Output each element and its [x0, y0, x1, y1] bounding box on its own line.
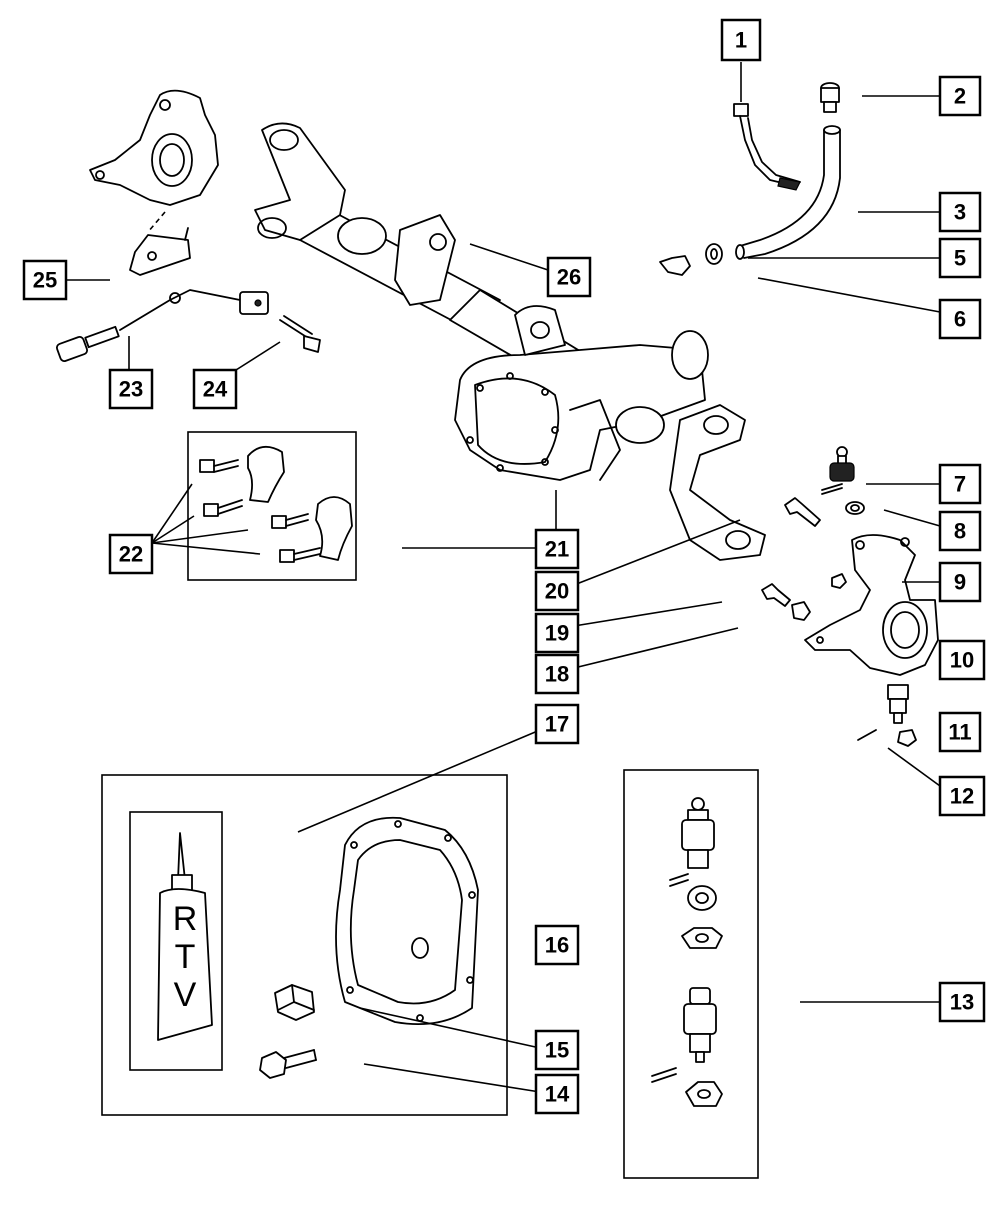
upper-ball-joint: [821, 446, 865, 515]
callout-10: 10: [938, 639, 986, 681]
callout-19: 19: [534, 612, 580, 654]
callout-20-label: 20: [545, 579, 569, 604]
fill-plug: [274, 984, 315, 1021]
callout-14-label: 14: [545, 1082, 570, 1107]
leader-lines: [66, 62, 941, 1093]
fastener-kit-box: [187, 431, 357, 581]
callout-8: 8: [938, 510, 982, 552]
abs-sensor: [55, 289, 269, 363]
callout-13: 13: [938, 981, 986, 1023]
bolt-24: [279, 315, 321, 353]
callout-16: 16: [534, 924, 580, 966]
callout-18: 18: [534, 653, 580, 695]
bolt-d: [279, 547, 321, 563]
callout-7-label: 7: [954, 472, 966, 497]
callout-8-label: 8: [954, 519, 966, 544]
callout-9: 9: [938, 561, 982, 603]
callout-24: 24: [192, 368, 238, 410]
lower-ball-joint: [857, 684, 917, 747]
callout-12: 12: [938, 775, 986, 817]
callout-14: 14: [534, 1073, 580, 1115]
callout-23: 23: [108, 368, 154, 410]
bolt-a: [199, 459, 239, 473]
callout-2-label: 2: [954, 84, 966, 109]
rtv-letter-r: R: [173, 900, 198, 938]
callout-1-label: 1: [735, 28, 747, 53]
callout-20: 20: [534, 570, 580, 612]
vent-hose-assembly: [659, 82, 841, 276]
cover-bolt: [259, 1049, 317, 1079]
steering-knuckle-right: [804, 534, 939, 676]
callout-26-label: 26: [557, 265, 581, 290]
rtv-letter-t: T: [175, 938, 196, 976]
callout-25: 25: [22, 259, 68, 301]
rtv-letter-v: V: [174, 976, 197, 1014]
callout-17-label: 17: [545, 712, 569, 737]
callout-3: 3: [938, 191, 982, 233]
callout-24-label: 24: [203, 377, 228, 402]
callout-22-label: 22: [119, 542, 143, 567]
bolt-b: [203, 499, 243, 517]
sensor-bracket: [129, 227, 191, 276]
callout-2: 2: [938, 75, 982, 117]
bolt-c: [271, 513, 309, 529]
callout-25-label: 25: [33, 268, 57, 293]
callout-5-label: 5: [954, 246, 966, 271]
callout-12-label: 12: [950, 784, 974, 809]
callout-19-label: 19: [545, 621, 569, 646]
callout-11: 11: [938, 711, 982, 753]
callout-6: 6: [938, 298, 982, 340]
callout-9-label: 9: [954, 570, 966, 595]
rtv-tube: R T V: [157, 832, 213, 1041]
callout-6-label: 6: [954, 307, 966, 332]
steering-knuckle-left: [89, 89, 219, 206]
callout-15-label: 15: [545, 1038, 569, 1063]
callout-3-label: 3: [954, 200, 966, 225]
cover-kit-box: R T V: [101, 774, 508, 1116]
callout-10-label: 10: [950, 648, 974, 673]
callout-16-label: 16: [545, 933, 569, 958]
callout-7: 7: [938, 463, 982, 505]
callout-11-label: 11: [948, 720, 971, 745]
callout-21-label: 21: [545, 537, 569, 562]
knuckle-bolts: [761, 497, 847, 621]
callout-22: 22: [108, 533, 154, 575]
callout-21: 21: [534, 528, 580, 570]
callout-23-label: 23: [119, 377, 143, 402]
breather-vent: [733, 103, 801, 191]
callout-5: 5: [938, 237, 982, 279]
callout-15: 15: [534, 1029, 580, 1071]
kit-lower-ball-joint: [651, 987, 723, 1107]
callout-26: 26: [546, 256, 592, 298]
axle-housing: [254, 122, 766, 561]
kit-upper-ball-joint: [669, 797, 723, 949]
callout-1: 1: [720, 18, 762, 62]
ball-joint-kit-box: [623, 769, 759, 1179]
differential-cover: [335, 816, 479, 1025]
callout-17: 17: [534, 703, 580, 745]
callout-18-label: 18: [545, 662, 569, 687]
bearing-cap-b: [315, 496, 353, 561]
callout-13-label: 13: [950, 990, 974, 1015]
bearing-cap-a: [247, 446, 285, 503]
